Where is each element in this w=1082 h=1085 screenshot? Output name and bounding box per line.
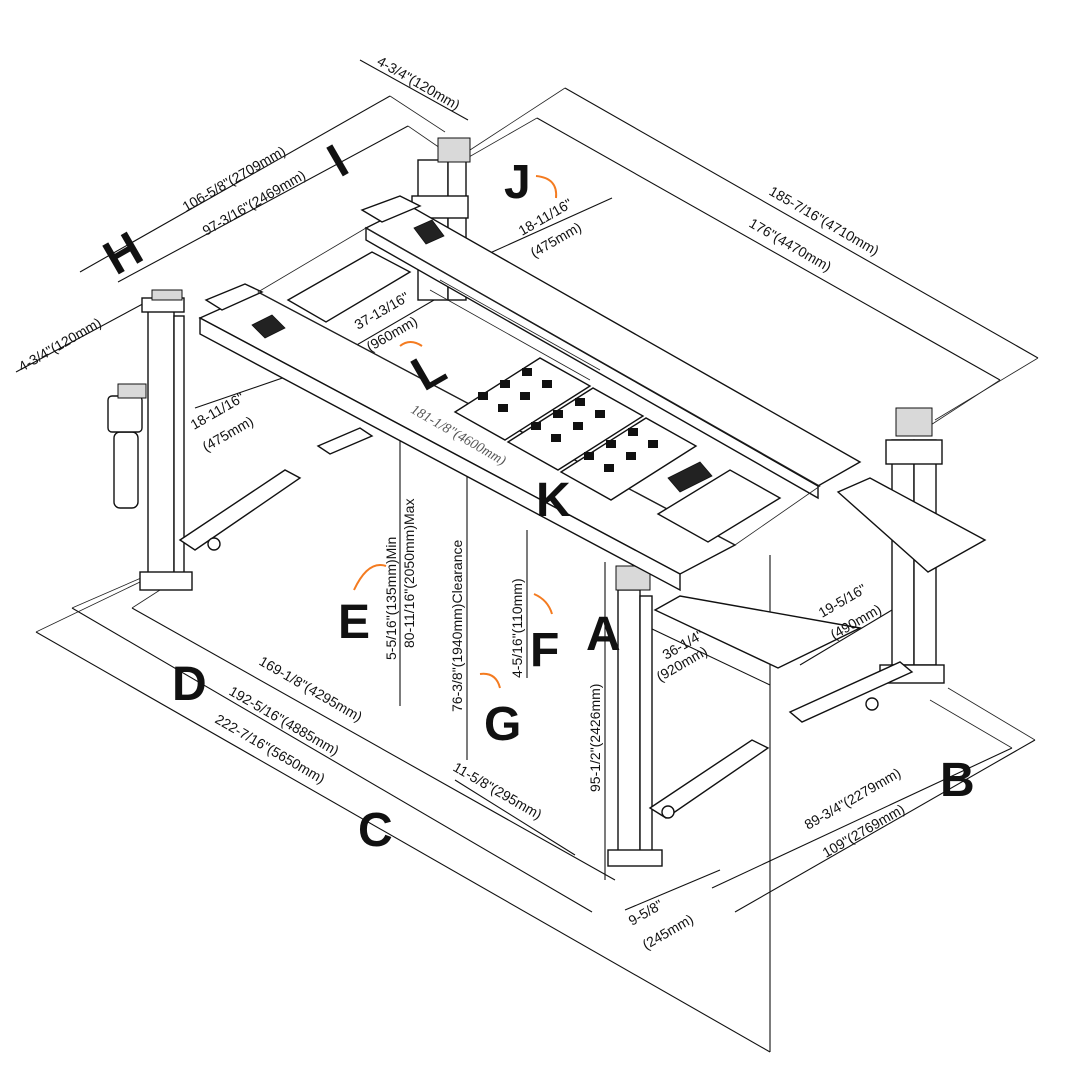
runway-left bbox=[198, 283, 737, 592]
hydraulic-pump bbox=[107, 383, 147, 509]
callout-a: A bbox=[586, 608, 621, 661]
lift-structure bbox=[107, 137, 987, 867]
drip-trays bbox=[453, 357, 698, 501]
dim-foot-offset: 11-5/8"(295mm) bbox=[451, 759, 545, 823]
post-front-left bbox=[139, 289, 193, 591]
dim-left-post-width: 4-3/4"(120mm) bbox=[16, 314, 104, 374]
dim-max-height: 80-11/16"(2050mm)Max bbox=[401, 499, 417, 648]
callout-j: J bbox=[504, 156, 531, 209]
callout-i: I bbox=[319, 135, 357, 188]
post-front-right bbox=[607, 565, 663, 867]
dim-222: 222-7/16"(5650mm) bbox=[213, 711, 328, 787]
dim-top-post-width: 4-3/4"(120mm) bbox=[375, 53, 463, 113]
callout-e: E bbox=[338, 596, 370, 649]
ramp-right bbox=[836, 477, 987, 573]
callout-c: C bbox=[358, 804, 393, 857]
dim-overall-width-inner: 97-3/16"(2469mm) bbox=[200, 167, 309, 239]
callout-h: H bbox=[95, 222, 152, 285]
cross-frame bbox=[257, 227, 821, 546]
callout-k: K bbox=[536, 474, 571, 527]
dim-post-height: 95-1/2"(2426mm) bbox=[587, 684, 603, 792]
callout-f: F bbox=[530, 624, 559, 677]
dim-clearance: 76-3/8"(1940mm)Clearance bbox=[449, 540, 465, 712]
dim-min-height: 5-5/16"(135mm)Min bbox=[383, 537, 399, 660]
callout-d: D bbox=[172, 658, 207, 711]
callout-g: G bbox=[484, 698, 521, 751]
rolling-jack bbox=[656, 461, 782, 543]
ramp-left bbox=[653, 595, 863, 669]
runway-right bbox=[360, 195, 862, 500]
caster-kits bbox=[178, 427, 914, 819]
callout-b: B bbox=[940, 754, 975, 807]
dim-ramp-height: 4-5/16"(110mm) bbox=[509, 578, 525, 678]
